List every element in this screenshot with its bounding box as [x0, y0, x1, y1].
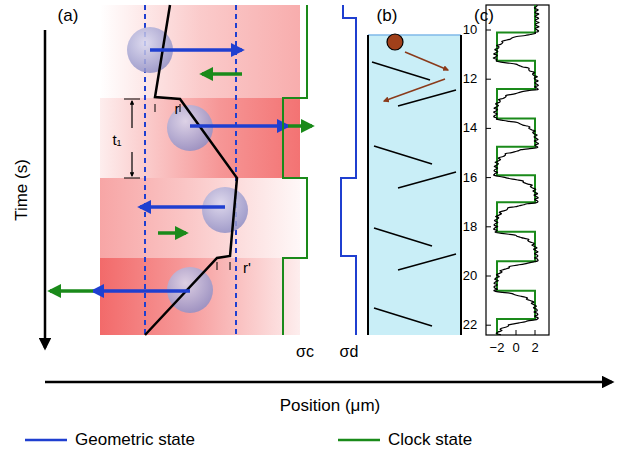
annotation: σc [296, 343, 314, 361]
tick-label: 10 [463, 23, 477, 37]
panel-letter: (b) [377, 7, 398, 26]
tick-label: 2 [531, 341, 538, 355]
tick-label: 16 [463, 170, 477, 184]
tick-label: 20 [463, 269, 477, 283]
tick-label: 12 [463, 72, 477, 86]
panel-letter: (a) [58, 7, 79, 26]
legend-text: Geometric state [75, 430, 195, 450]
annotation: σd [340, 343, 359, 361]
legend-text: Clock state [388, 430, 472, 450]
annotation: t₁ [112, 132, 121, 149]
tick-label: −2 [490, 341, 505, 355]
legend-line [338, 430, 380, 450]
tick-label: 14 [463, 121, 477, 135]
legend-line [25, 430, 67, 450]
tick-label: 0 [512, 341, 519, 355]
tick-label: 18 [463, 220, 477, 234]
annotation: r [175, 101, 180, 118]
legend-entry: Clock state [338, 430, 472, 450]
annotation: r' [243, 260, 251, 277]
axis-title: Time (s) [13, 159, 32, 221]
tick-label: 22 [463, 318, 477, 332]
legend-entry: Geometric state [25, 430, 195, 450]
axis-title: Position (μm) [280, 397, 380, 416]
